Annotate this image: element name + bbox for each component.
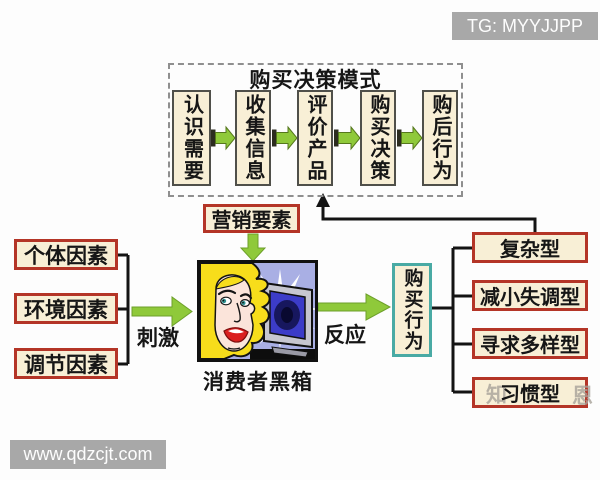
decision-model-title: 购买决策模式 xyxy=(249,69,382,92)
woman-face xyxy=(200,263,271,359)
behavior-type-box-habitual: 习惯型 xyxy=(472,377,588,408)
step-box-post-purchase: 购后行为 xyxy=(422,90,458,186)
marketing-elements-box: 营销要素 xyxy=(203,204,300,233)
behavior-type-label: 习惯型 xyxy=(500,384,560,406)
feedback-arrow xyxy=(316,193,537,232)
response-label: 反应 xyxy=(324,324,366,347)
behavior-type-label: 寻求多样型 xyxy=(480,335,580,357)
consumer-black-box-image xyxy=(197,260,318,362)
behavior-type-label: 减小失调型 xyxy=(480,287,580,309)
flow-arrow xyxy=(397,125,423,151)
stimulus-label: 刺激 xyxy=(137,327,179,350)
tg-watermark-badge: TG: MYYJJPP xyxy=(452,12,598,40)
response-arrow xyxy=(317,293,392,321)
factor-box-adjustment: 调节因素 xyxy=(14,348,118,379)
decision-model-frame xyxy=(168,63,463,197)
marketing-down-arrow xyxy=(239,233,267,262)
factor-connector-lines xyxy=(118,253,130,366)
purchase-behavior-box: 购买行为 xyxy=(392,263,432,357)
step-box-gather-info: 收集信息 xyxy=(235,90,271,186)
site-watermark-badge: www.qdzcjt.com xyxy=(10,440,166,469)
zhihu-watermark-left-fragment: 知 xyxy=(486,384,507,407)
factor-box-environment: 环境因素 xyxy=(14,293,118,324)
flow-arrow xyxy=(272,125,298,151)
flow-arrow xyxy=(211,125,236,151)
step-box-purchase-decision: 购买决策 xyxy=(360,90,396,186)
zhihu-watermark-right-fragment: 恩 xyxy=(572,385,593,408)
factor-box-individual: 个体因素 xyxy=(14,239,118,270)
computer-monitor xyxy=(263,281,313,358)
behavior-type-box-variety-seeking: 寻求多样型 xyxy=(472,328,588,359)
consumer-black-box-label: 消费者黑箱 xyxy=(203,371,313,394)
popart-woman-computer-illustration xyxy=(200,263,315,359)
flow-arrow xyxy=(334,125,361,151)
behavior-connector-lines xyxy=(432,246,472,394)
behavior-type-box-dissonance-reducing: 减小失调型 xyxy=(472,280,588,311)
behavior-type-label: 复杂型 xyxy=(500,239,560,261)
step-box-evaluate-product: 评价产品 xyxy=(297,90,333,186)
step-box-recognize-need: 认识需要 xyxy=(172,90,211,186)
behavior-type-box-complex: 复杂型 xyxy=(472,232,588,263)
stimulus-arrow xyxy=(131,296,193,327)
step-flow-arrows xyxy=(211,125,423,151)
